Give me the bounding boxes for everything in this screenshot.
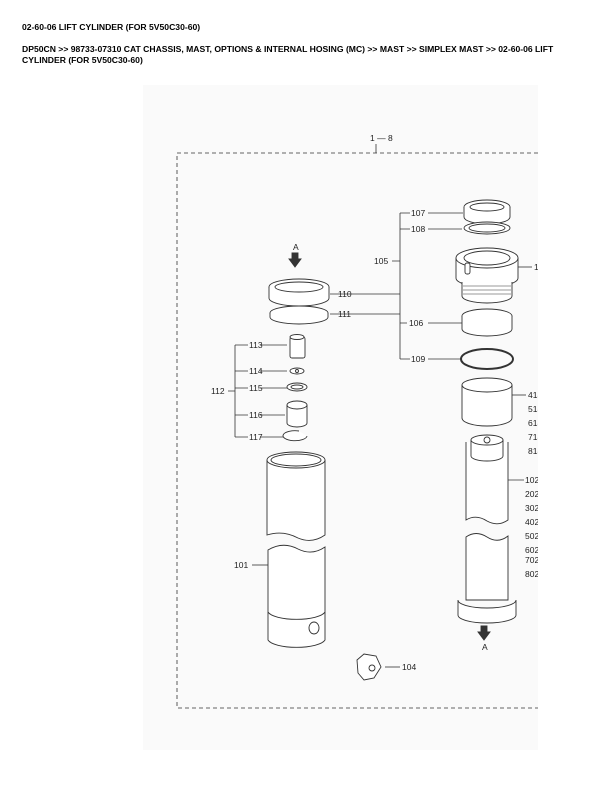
callout: 818 — [528, 446, 538, 456]
view-arrow-icon — [477, 625, 491, 641]
callout: 115 — [249, 383, 263, 393]
view-label: A — [293, 242, 299, 252]
callout: 802 — [525, 569, 538, 579]
callout: 116 — [249, 410, 263, 420]
callout: 112 — [211, 386, 225, 396]
exploded-view-drawing: 1 — 8 A A 113 114 115 116 117 112 101 10… — [176, 133, 538, 709]
parts-diagram: 1 — 8 A A 113 114 115 116 117 112 101 10… — [143, 85, 538, 750]
page-title: 02-60-06 LIFT CYLINDER (FOR 5V50C30-60) — [22, 22, 201, 32]
callout: 102 — [525, 475, 538, 485]
callout: 1 — [534, 262, 538, 272]
assembly-label: 1 — 8 — [370, 133, 393, 143]
callout: 502 — [525, 531, 538, 541]
callout: 117 — [249, 432, 263, 442]
callout: 618 — [528, 418, 538, 428]
callout: 402 — [525, 517, 538, 527]
callout: 105 — [374, 256, 388, 266]
view-label: A — [482, 642, 488, 652]
callout: 418 — [528, 390, 538, 400]
callout: 202 — [525, 489, 538, 499]
callout: 109 — [411, 354, 425, 364]
callout: 104 — [402, 662, 416, 672]
callout: 113 — [249, 340, 263, 350]
callout: 110 — [338, 289, 352, 299]
callout: 107 — [411, 208, 425, 218]
callout: 702 — [525, 555, 538, 565]
callout: 602 — [525, 545, 538, 555]
callout: 114 — [249, 366, 263, 376]
callout: 111 — [338, 309, 351, 319]
callout: 108 — [411, 224, 425, 234]
callout: 518 — [528, 404, 538, 414]
view-arrow-icon — [288, 252, 302, 268]
breadcrumb: DP50CN >> 98733-07310 CAT CHASSIS, MAST,… — [22, 44, 554, 65]
callout: 302 — [525, 503, 538, 513]
callout: 101 — [234, 560, 248, 570]
assembly-boundary — [176, 152, 538, 709]
callout: 106 — [409, 318, 423, 328]
callout: 718 — [528, 432, 538, 442]
